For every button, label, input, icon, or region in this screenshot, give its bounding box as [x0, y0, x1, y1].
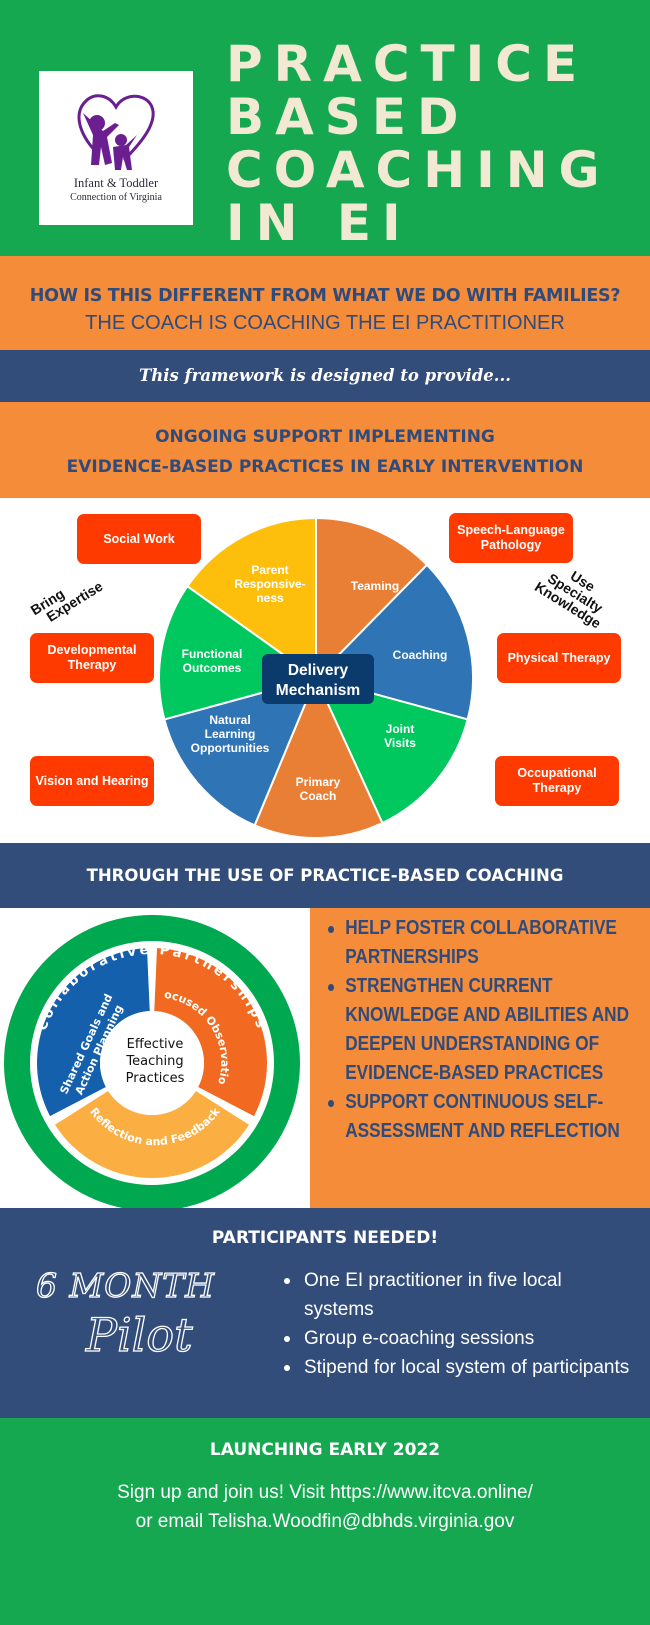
list-item: Stipend for local system of participants: [282, 1353, 632, 1382]
wheel-slice: [253, 675, 384, 839]
framework-banner: This framework is designed to provide...: [0, 350, 650, 402]
box-physical-therapy: Physical Therapy: [497, 633, 621, 683]
logo-text-line1: Infant & Toddler: [73, 176, 159, 190]
title-line: COACHING: [226, 141, 611, 199]
participants-heading: PARTICIPANTS NEEDED!: [211, 1228, 439, 1248]
pbc-benefits-list: HELP FOSTER COLLABORATIVE PARTNERSHIPS S…: [328, 914, 641, 1146]
box-developmental-therapy: Developmental Therapy: [30, 633, 154, 683]
delivery-mechanism-box: [262, 654, 374, 704]
title-line: IN EI: [226, 194, 412, 252]
box-vision-hearing: Vision and Hearing: [30, 756, 154, 806]
wheel-slice: [186, 516, 317, 680]
wheel-slice: [315, 516, 429, 681]
participants-section: PARTICIPANTS NEEDED! 6 MONTH Pilot One E…: [0, 1208, 650, 1418]
ongoing-support-banner: ONGOING SUPPORT IMPLEMENTING EVIDENCE-BA…: [0, 402, 650, 498]
title-line: BASED: [226, 88, 470, 146]
delivery-mechanism-label: Mechanism: [276, 682, 360, 699]
center-label-1: Effective: [127, 1037, 184, 1052]
pbc-section: Collaborative Partnerships Reflection an…: [0, 898, 650, 1211]
launch-section: LAUNCHING EARLY 2022 Sign up and join us…: [0, 1418, 650, 1625]
seg-orange: [154, 948, 267, 1117]
wheel-slice-label: Coaching: [393, 648, 448, 662]
wheel-slice-label: Teaming: [351, 579, 399, 593]
through-banner: THROUGH THE USE OF PRACTICE-BASED COACHI…: [0, 843, 650, 908]
question-heading: HOW IS THIS DIFFERENT FROM WHAT WE DO WI…: [29, 286, 621, 306]
heart-family-icon: [77, 94, 155, 170]
question-banner: HOW IS THIS DIFFERENT FROM WHAT WE DO WI…: [0, 256, 650, 350]
delivery-mechanism-label: Delivery: [288, 662, 349, 679]
wheel-slice: [163, 676, 318, 827]
list-item: SUPPORT CONTINUOUS SELF-ASSESSMENT AND R…: [328, 1088, 641, 1146]
question-answer: THE COACH IS COACHING THE EI PRACTITIONE…: [85, 312, 565, 334]
pilot-label: Pilot: [85, 1308, 193, 1362]
seg-blue: [36, 948, 150, 1117]
seg-yellow: [55, 1090, 249, 1178]
ongoing-line2: EVIDENCE-BASED PRACTICES IN EARLY INTERV…: [66, 457, 584, 477]
box-occupational-therapy: Occupational Therapy: [495, 756, 619, 806]
email-text[interactable]: or email Telisha.Woodfin@dbhds.virginia.…: [135, 1511, 515, 1532]
list-item: Group e-coaching sessions: [282, 1324, 632, 1353]
page-title: PRACTICE BASED COACHING IN EI: [226, 38, 611, 250]
list-item: STRENGTHEN CURRENT KNOWLEDGE AND ABILITI…: [328, 972, 641, 1088]
launch-heading: LAUNCHING EARLY 2022: [209, 1440, 441, 1460]
header-banner: Infant & Toddler Connection of Virginia …: [0, 0, 650, 256]
pbc-circle-diagram: Collaborative Partnerships Reflection an…: [0, 898, 310, 1211]
center-label-2: Teaching: [125, 1054, 183, 1069]
pbc-circle: Collaborative Partnerships Reflection an…: [0, 898, 300, 1211]
list-item: One EI practitioner in five local system…: [282, 1266, 632, 1324]
box-social-work: Social Work: [77, 514, 201, 564]
participants-list: One EI practitioner in five local system…: [282, 1266, 632, 1382]
center-label-3: Practices: [126, 1071, 185, 1086]
logo-text-line2: Connection of Virginia: [70, 192, 162, 203]
title-line: PRACTICE: [226, 35, 589, 93]
pbc-benefits-panel: HELP FOSTER COLLABORATIVE PARTNERSHIPS S…: [310, 908, 650, 1208]
box-speech-language: Speech-Language Pathology: [449, 513, 573, 563]
signup-text[interactable]: Sign up and join us! Visit https://www.i…: [117, 1482, 533, 1503]
itcva-logo: Infant & Toddler Connection of Virginia: [39, 71, 193, 225]
ongoing-line1: ONGOING SUPPORT IMPLEMENTING: [155, 427, 495, 447]
list-item: HELP FOSTER COLLABORATIVE PARTNERSHIPS: [328, 914, 641, 972]
wheel-slice: [314, 676, 469, 825]
six-month-label: 6 MONTH: [35, 1266, 215, 1305]
